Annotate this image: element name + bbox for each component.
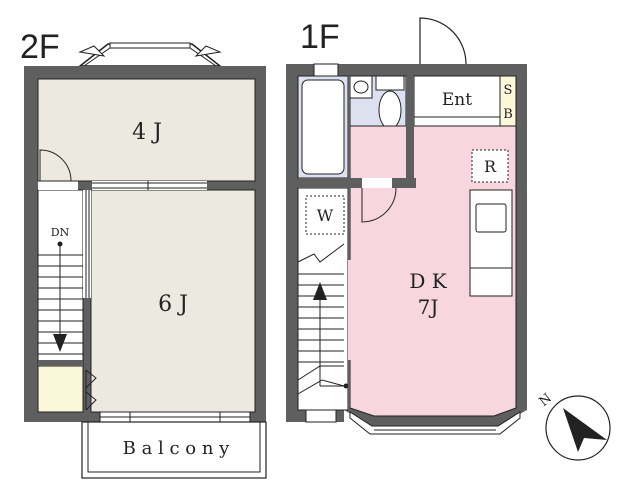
- floor-title-2f: 2F: [20, 28, 60, 66]
- refrigerator-label: R: [484, 157, 497, 176]
- balcony-label: B a l c o n y: [123, 438, 231, 459]
- north-arrow-icon: [563, 408, 607, 452]
- closet-2f: [37, 365, 84, 413]
- toilet-bowl: [378, 90, 402, 130]
- room-label-dk: D K: [409, 269, 447, 293]
- down-arrow-icon: [53, 334, 67, 352]
- kitchen-sink: [475, 203, 507, 233]
- stair-start-dot-2f: [57, 241, 63, 247]
- stair-label-dn: DN: [51, 226, 70, 239]
- shoe-box-label-b: B: [503, 107, 513, 122]
- window-1f-bath: [313, 63, 339, 77]
- floor-title-1f: 1F: [300, 18, 340, 56]
- compass-label-n: N: [537, 391, 555, 410]
- wash-basin: [349, 75, 373, 99]
- washer-label: W: [317, 206, 334, 225]
- window-1f-hall: [305, 409, 337, 423]
- room-label-6j: 6 J: [158, 292, 188, 317]
- door-swing-2f-hall: [39, 149, 72, 182]
- room-6j: [90, 189, 256, 413]
- compass: [545, 395, 611, 461]
- staircase-1f: [297, 243, 346, 395]
- room-label-4j: 4 J: [132, 120, 162, 145]
- door-opening-2f-hall: [38, 181, 78, 190]
- bay-window-1f: [349, 411, 521, 435]
- refrigerator-space: [471, 149, 509, 183]
- bathtub: [301, 79, 345, 175]
- stair-start-dot-1f: [343, 383, 349, 389]
- room-label-7j: 7J: [418, 295, 439, 319]
- staircase-2f: [38, 244, 83, 355]
- entrance-door: [419, 17, 467, 65]
- shoe-box-label-s: S: [504, 83, 513, 98]
- sliding-door-2f: [92, 181, 207, 190]
- toilet-tank: [375, 75, 405, 91]
- closet-folding-door: [85, 369, 97, 411]
- balcony: [81, 421, 267, 479]
- bay-window-2f: [77, 42, 223, 67]
- entrance-label: Ent: [442, 90, 472, 110]
- washer-space: [305, 195, 345, 235]
- up-arrow-icon: [313, 282, 327, 300]
- shoe-box: [499, 75, 517, 127]
- room-4j: [37, 78, 256, 182]
- door-swing-1f-hall: [361, 187, 397, 223]
